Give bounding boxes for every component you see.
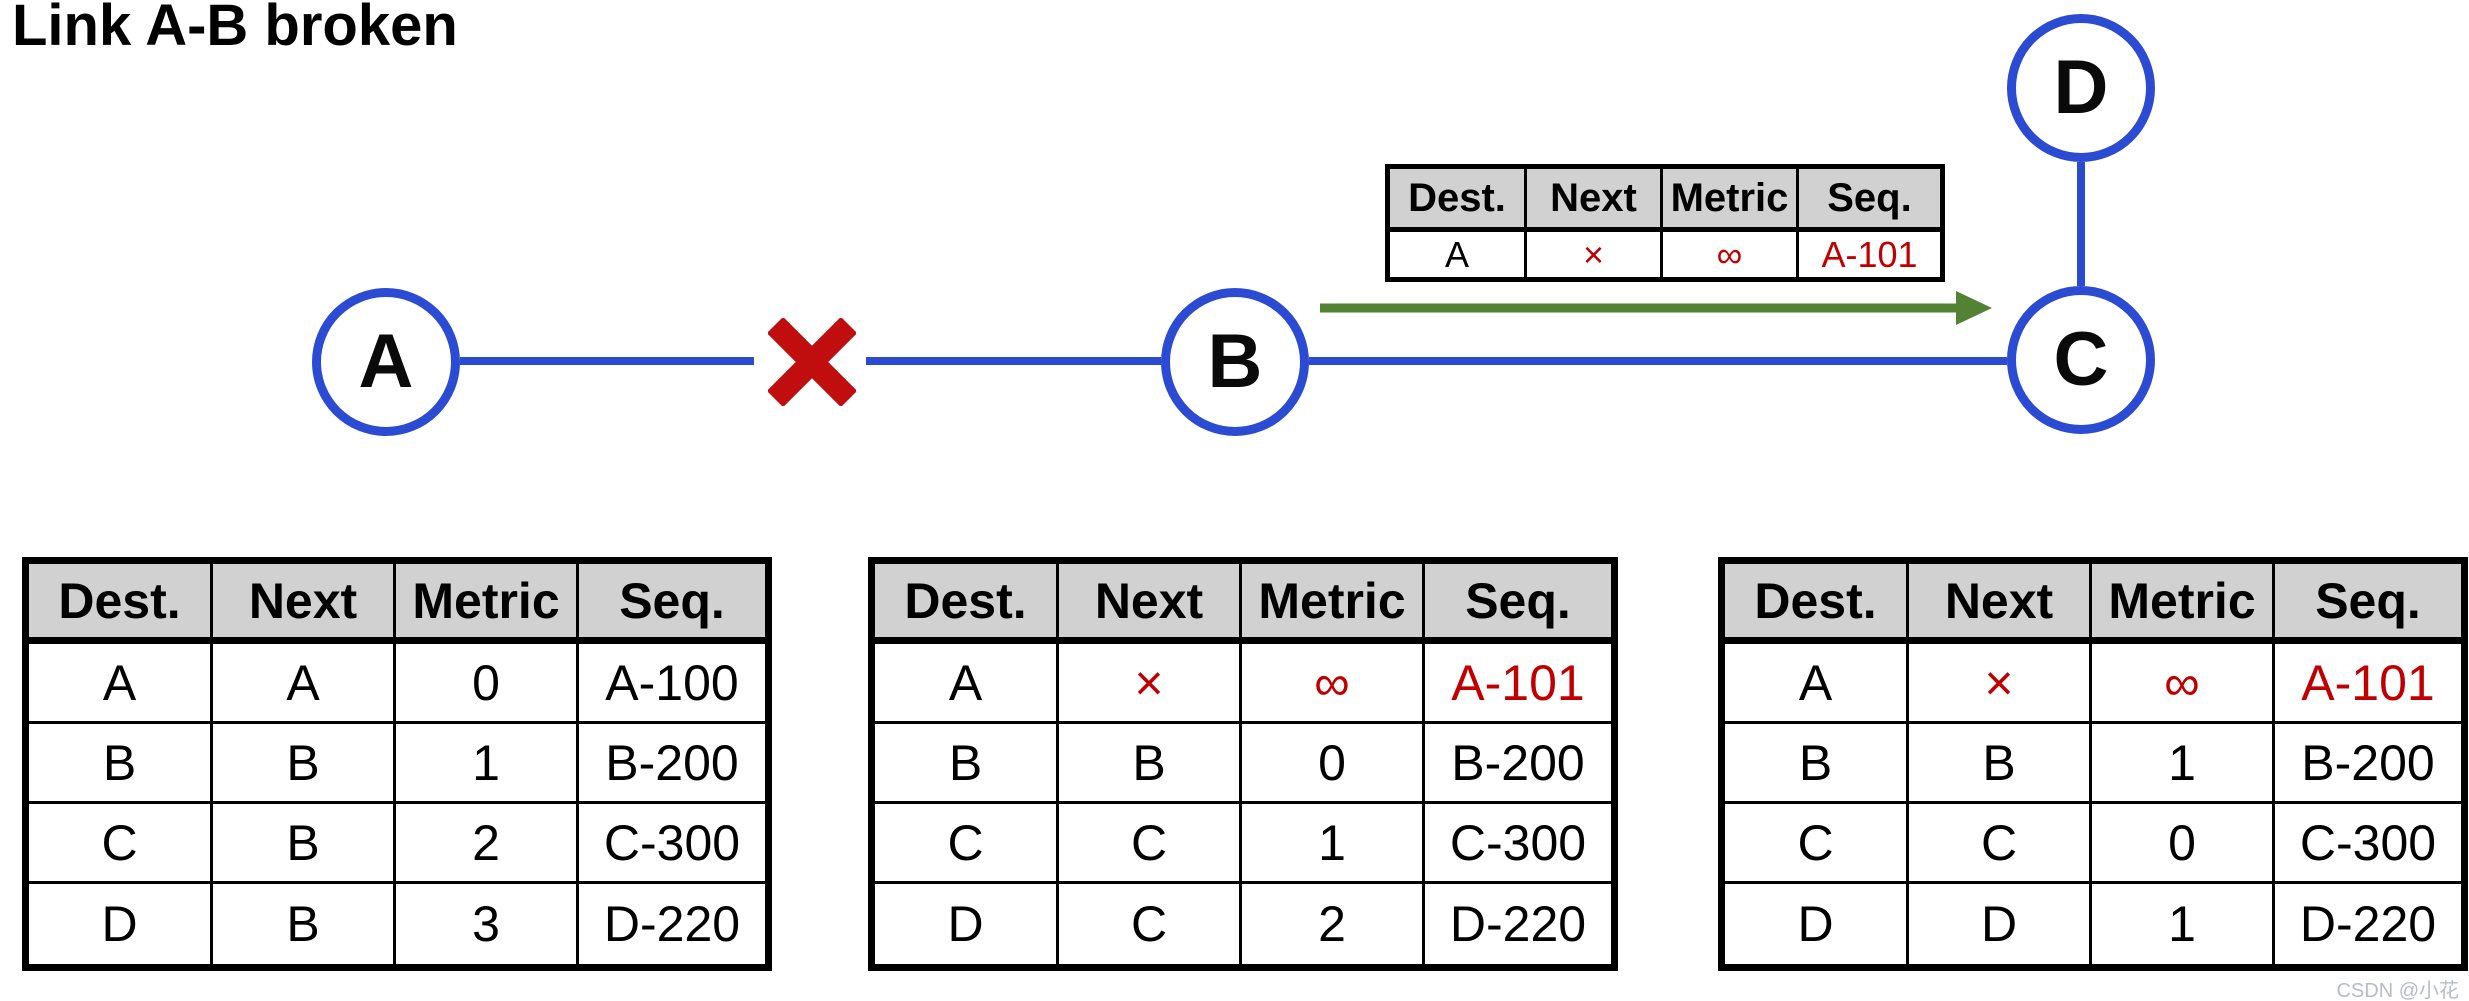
- link-c-d: [2077, 162, 2085, 286]
- node-d: D: [2007, 14, 2155, 162]
- column-header-dest: Dest.: [29, 564, 213, 644]
- node-b: B: [1161, 288, 1309, 436]
- page-title: Link A-B broken: [12, 0, 458, 58]
- table-cell: C: [1909, 804, 2092, 884]
- table-cell: B-200: [2275, 724, 2461, 804]
- msg-cell-seq: A-101: [1821, 233, 1918, 275]
- table-cell: 1: [2092, 724, 2275, 804]
- update-arrow-icon: [1320, 288, 1992, 333]
- update-message-table: Dest. Next Metric Seq. A × ∞ A-101: [1385, 164, 1945, 282]
- msg-column-header-metric: Metric: [1663, 169, 1799, 232]
- table-cell: C: [1725, 804, 1909, 884]
- table-cell: B-200: [579, 724, 765, 804]
- table-cell: 1: [2092, 884, 2275, 964]
- msg-cell-dest: A: [1390, 232, 1527, 277]
- column-header-dest: Dest.: [875, 564, 1059, 644]
- table-cell: C-300: [2275, 804, 2461, 884]
- node-d-label: D: [2053, 45, 2109, 130]
- table-cell: B-200: [1425, 724, 1611, 804]
- routing-table-a: Dest. Next Metric Seq. A A 0 A-100 B B 1…: [22, 557, 772, 971]
- table-cell: B: [1909, 724, 2092, 804]
- table-cell: 0: [1242, 724, 1425, 804]
- msg-cell-next: ×: [1527, 232, 1663, 277]
- table-cell: 2: [1242, 884, 1425, 964]
- table-cell: A-101: [1425, 644, 1611, 724]
- table-cell: ∞: [2092, 644, 2275, 724]
- table-cell: D-220: [603, 896, 741, 952]
- table-cell: ×: [1909, 644, 2092, 724]
- broken-link-x-icon: [766, 316, 858, 411]
- msg-column-header-dest: Dest.: [1390, 169, 1527, 232]
- table-cell: D-220: [2299, 896, 2437, 952]
- table-cell: C: [875, 804, 1059, 884]
- table-cell: C: [1059, 884, 1242, 964]
- table-cell: B: [213, 884, 396, 964]
- table-cell: 1: [1242, 804, 1425, 884]
- column-header-next: Next: [1909, 564, 2092, 644]
- table-cell: B: [1059, 724, 1242, 804]
- table-cell: D: [1909, 884, 2092, 964]
- link-b-c: [1309, 357, 2007, 365]
- table-cell: B: [213, 724, 396, 804]
- table-cell: B: [29, 724, 213, 804]
- table-cell: B: [875, 724, 1059, 804]
- link-break-to-b-segment: [866, 357, 1161, 365]
- routing-table-c: Dest. Next Metric Seq. A × ∞ A-101 B B 1…: [1718, 557, 2468, 971]
- table-cell: 0: [2092, 804, 2275, 884]
- column-header-metric: Metric: [2092, 564, 2275, 644]
- routing-table-b: Dest. Next Metric Seq. A × ∞ A-101 B B 0…: [868, 557, 1618, 971]
- table-cell: A: [29, 644, 213, 724]
- table-cell: D: [29, 884, 213, 964]
- table-cell: A-101: [2275, 644, 2461, 724]
- table-cell: A: [875, 644, 1059, 724]
- column-header-next: Next: [213, 564, 396, 644]
- node-c-label: C: [2053, 317, 2109, 402]
- table-cell: D: [1725, 884, 1909, 964]
- table-cell: B: [213, 804, 396, 884]
- node-b-label: B: [1207, 319, 1263, 404]
- table-cell: A: [213, 644, 396, 724]
- link-a-to-break-segment: [460, 357, 754, 365]
- table-cell: A: [1725, 644, 1909, 724]
- node-a-label: A: [358, 319, 414, 404]
- node-c: C: [2007, 286, 2155, 434]
- column-header-seq: Seq.: [1425, 564, 1611, 644]
- msg-column-header-next: Next: [1527, 169, 1663, 232]
- table-cell: 1: [396, 724, 579, 804]
- column-header-metric: Metric: [1242, 564, 1425, 644]
- table-cell: 0: [396, 644, 579, 724]
- column-header-metric: Metric: [396, 564, 579, 644]
- table-cell: D-220: [1449, 896, 1587, 952]
- table-cell: ×: [1059, 644, 1242, 724]
- table-cell: C: [1059, 804, 1242, 884]
- msg-cell-metric: ∞: [1663, 232, 1799, 277]
- watermark: CSDN @小花: [2336, 980, 2459, 1001]
- table-cell: C-300: [579, 804, 765, 884]
- table-cell: C: [29, 804, 213, 884]
- msg-column-header-seq: Seq.: [1799, 169, 1940, 232]
- column-header-seq: Seq.: [2275, 564, 2461, 644]
- column-header-seq: Seq.: [579, 564, 765, 644]
- node-a: A: [312, 288, 460, 436]
- column-header-next: Next: [1059, 564, 1242, 644]
- table-cell: 3: [396, 884, 579, 964]
- table-cell: C-300: [1425, 804, 1611, 884]
- table-cell: ∞: [1242, 644, 1425, 724]
- table-cell: D: [875, 884, 1059, 964]
- table-cell: A-100: [579, 644, 765, 724]
- table-cell: B: [1725, 724, 1909, 804]
- column-header-dest: Dest.: [1725, 564, 1909, 644]
- table-cell: 2: [396, 804, 579, 884]
